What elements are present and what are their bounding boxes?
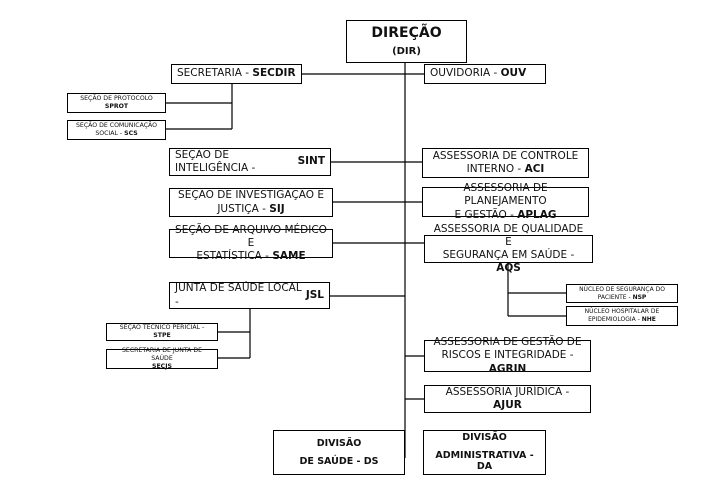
aci-label-line1: ASSESSORIA DE CONTROLE <box>432 149 579 162</box>
same-label-line2: ESTATÍSTICA - <box>196 250 273 263</box>
agrin-box: ASSESSORIA DE GESTÃO DE RISCOS E INTEGRI… <box>424 336 591 375</box>
secjs-label: SECRETARIA DE JUNTA DE SAÚDE <box>121 346 202 362</box>
secretaria-label: SECRETARIA - <box>177 67 250 80</box>
nsp-label-line2: PACIENTE - <box>597 293 633 301</box>
nhe-label-line1: NÚCLEO HOSPITALAR DE <box>584 308 660 316</box>
same-code: SAME <box>272 250 306 263</box>
sij-label-line2: JUSTIÇA - <box>217 202 270 215</box>
ouvidoria-code: OUV <box>500 67 527 80</box>
aplag-label-line1: ASSESSORIA DE PLANEJAMENTO <box>463 182 548 208</box>
aplag-label-line2: E GESTÃO - <box>454 208 518 221</box>
sint-box: SEÇÃO DE INTELIGÊNCIA - SINT <box>169 148 331 176</box>
sint-label: SEÇÃO DE INTELIGÊNCIA - <box>175 148 256 174</box>
agrin-label-line2: RISCOS E INTEGRIDADE - <box>441 349 574 362</box>
ajur-code: AJUR <box>493 399 522 411</box>
nhe-code: NHE <box>641 316 656 323</box>
nsp-box: NÚCLEO DE SEGURANÇA DO PACIENTE - NSP <box>566 284 678 303</box>
nsp-label-line1: NÚCLEO DE SEGURANÇA DO <box>579 285 665 293</box>
scs-label-line1: SEÇÃO DE COMUNICAÇÃO <box>75 121 158 129</box>
aci-box: ASSESSORIA DE CONTROLE INTERNO - ACI <box>422 148 589 178</box>
agrin-label-line1: ASSESSORIA DE GESTÃO DE <box>433 336 582 349</box>
aplag-box: ASSESSORIA DE PLANEJAMENTO E GESTÃO - AP… <box>422 182 589 221</box>
ajur-label: ASSESSORIA JURÍDICA - <box>445 385 570 398</box>
same-box: SEÇÃO DE ARQUIVO MÉDICO E ESTATÍSTICA - … <box>169 224 333 262</box>
nhe-label-line2: EPIDEMIOLOGIA - <box>588 316 642 323</box>
da-label-line2: ADMINISTRATIVA - DA <box>435 449 534 473</box>
aci-label-line2: INTERNO - <box>466 163 525 175</box>
secretaria-code: SECDIR <box>252 67 296 80</box>
ouvidoria-box: OUVIDORIA - OUV <box>424 64 546 84</box>
secjs-box: SECRETARIA DE JUNTA DE SAÚDE SECJS <box>106 346 218 371</box>
sint-code: SINT <box>297 155 325 168</box>
ds-label-line1: DIVISÃO <box>316 437 362 449</box>
da-box: DIVISÃO ADMINISTRATIVA - DA <box>423 430 546 475</box>
direcao-code: (DIR) <box>392 45 421 57</box>
scs-box: SEÇÃO DE COMUNICAÇÃO SOCIAL - SCS <box>67 120 166 140</box>
aci-code: ACI <box>524 163 545 175</box>
aqs-label-line1: ASSESSORIA DE QUALIDADE E <box>433 222 584 248</box>
jsl-label: JUNTA DE SAÚDE LOCAL - <box>175 282 302 308</box>
ajur-box: ASSESSORIA JURÍDICA - AJUR <box>424 385 591 413</box>
agrin-code: AGRIN <box>488 362 527 375</box>
scs-label-line2: SOCIAL - <box>95 130 125 137</box>
nhe-box: NÚCLEO HOSPITALAR DE EPIDEMIOLOGIA - NHE <box>566 306 678 326</box>
aplag-code: APLAG <box>517 208 557 221</box>
da-label-line1: DIVISÃO <box>462 431 507 443</box>
sprot-box: SEÇÃO DE PROTOCOLO SPROT <box>67 93 166 113</box>
direcao-box: DIREÇÃO (DIR) <box>346 20 467 63</box>
direcao-title: DIREÇÃO <box>371 25 442 41</box>
ouvidoria-label: OUVIDORIA - <box>430 67 498 80</box>
stpe-code: STPE <box>153 332 171 339</box>
sprot-label: SEÇÃO DE PROTOCOLO <box>80 94 153 102</box>
jsl-box: JUNTA DE SAÚDE LOCAL - JSL <box>169 282 330 309</box>
sij-label-line1: SEÇÃO DE INVESTIGAÇÃO E <box>178 189 324 202</box>
sij-box: SEÇÃO DE INVESTIGAÇÃO E JUSTIÇA - SIJ <box>169 188 333 217</box>
secjs-code: SECJS <box>152 363 172 371</box>
secretaria-box: SECRETARIA - SECDIR <box>171 64 302 84</box>
same-label-line1: SEÇÃO DE ARQUIVO MÉDICO E <box>175 223 327 249</box>
stpe-box: SEÇÃO TÉCNICO PERICIAL - STPE <box>106 323 218 341</box>
aqs-box: ASSESSORIA DE QUALIDADE E SEGURANÇA EM S… <box>424 223 593 274</box>
sij-code: SIJ <box>269 202 285 215</box>
scs-code: SCS <box>124 130 138 137</box>
ds-box: DIVISÃO DE SAÚDE - DS <box>273 430 405 475</box>
aqs-code: AQS <box>496 262 521 275</box>
nsp-code: NSP <box>632 293 647 301</box>
sprot-code: SPROT <box>104 103 129 110</box>
stpe-label: SEÇÃO TÉCNICO PERICIAL - <box>119 323 205 331</box>
jsl-code: JSL <box>305 288 324 301</box>
aqs-label-line2: SEGURANÇA EM SAÚDE - <box>442 249 575 261</box>
ds-label-line2: DE SAÚDE - DS <box>299 455 379 467</box>
